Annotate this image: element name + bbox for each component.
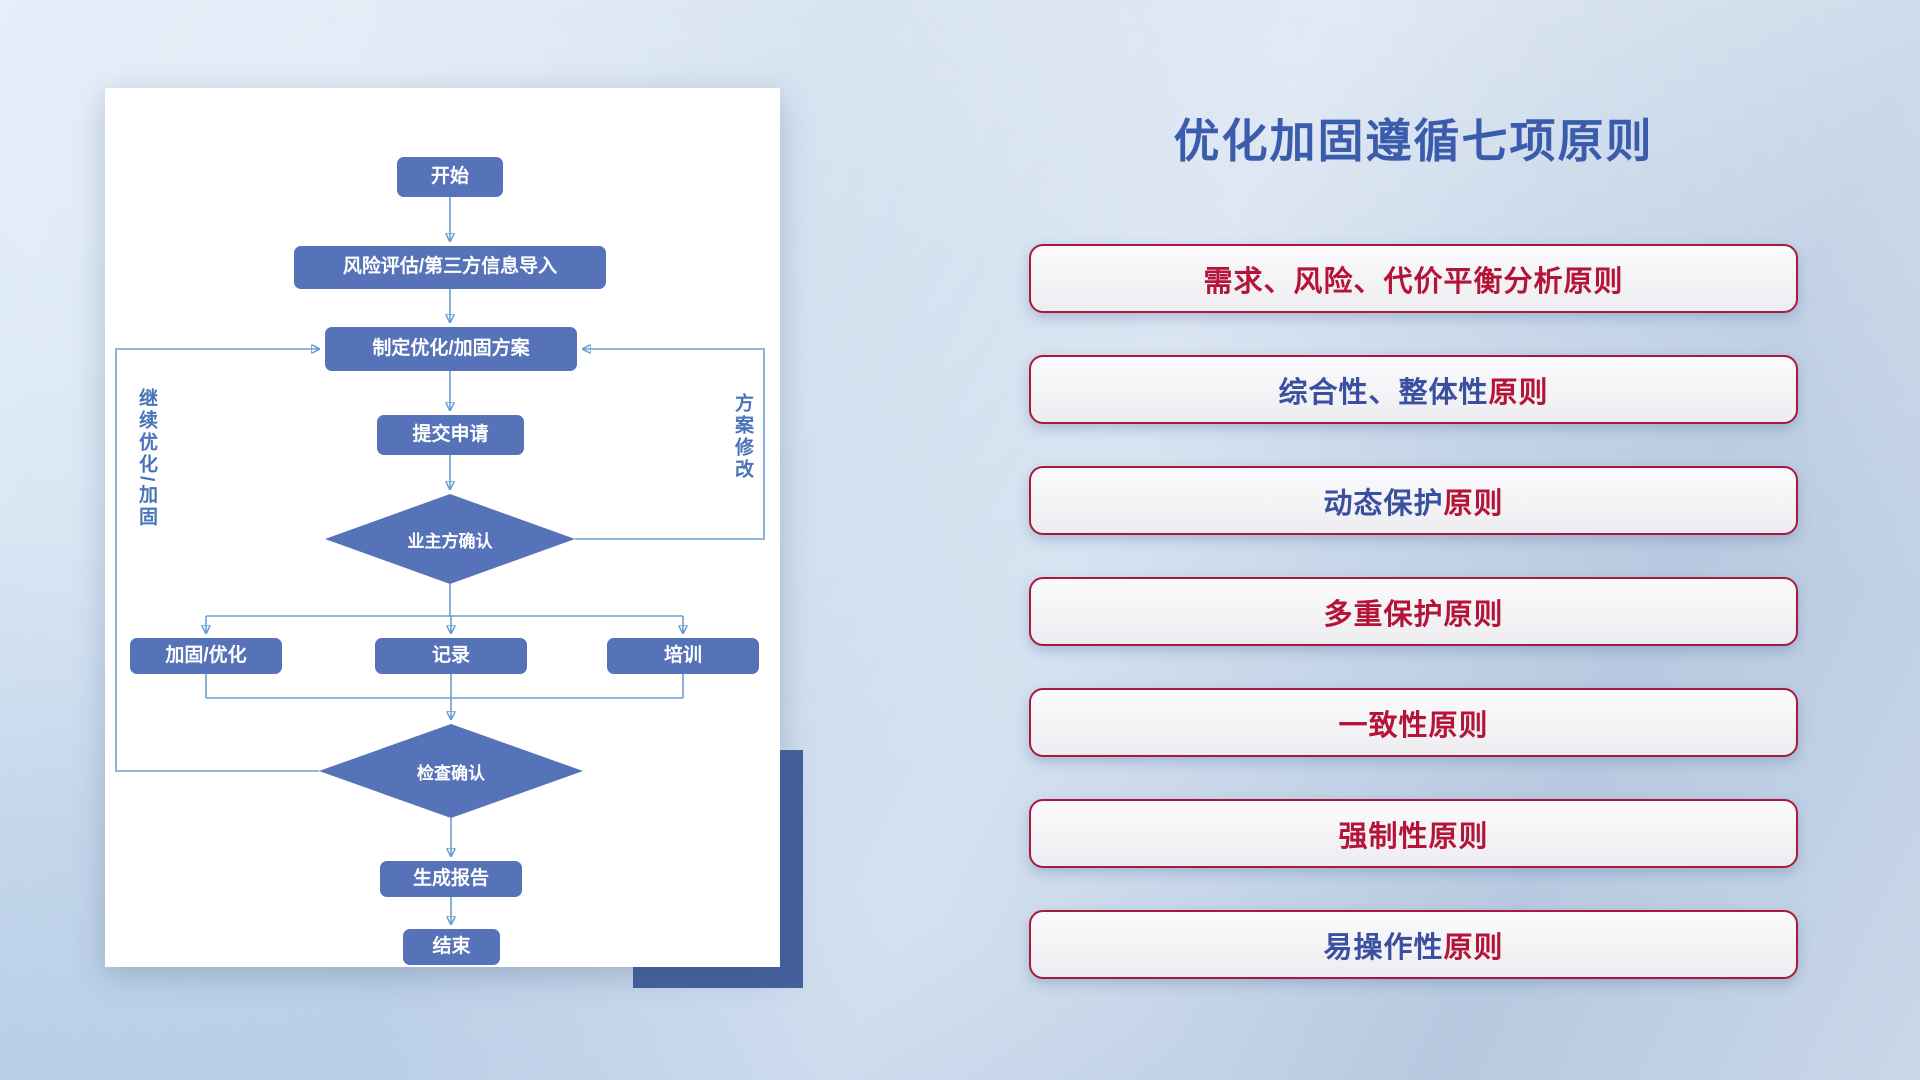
flow-node-start: 开始 xyxy=(397,157,503,197)
principle-text: 多重保护原则 xyxy=(1323,598,1504,631)
flow-node-record: 记录 xyxy=(375,638,527,674)
principles-list: 需求、风险、代价平衡分析原则 综合性、整体性原则 动态保护原则 多重保护原则 一… xyxy=(1029,244,1798,979)
principle-box: 易操作性原则 xyxy=(1029,910,1798,979)
principle-box: 综合性、整体性原则 xyxy=(1029,355,1798,424)
principle-text: 动态保护原则 xyxy=(1323,487,1504,520)
flow-node-end: 结束 xyxy=(403,929,500,965)
loop-label-continue-optimize: 继续优化/加固 xyxy=(136,388,157,529)
flow-node-risk-import: 风险评估/第三方信息导入 xyxy=(294,246,606,289)
principle-text: 一致性原则 xyxy=(1338,709,1489,742)
principle-text: 强制性原则 xyxy=(1338,820,1489,853)
principle-box: 动态保护原则 xyxy=(1029,466,1798,535)
flow-node-generate-report: 生成报告 xyxy=(380,861,522,897)
loop-label-plan-revise: 方案修改 xyxy=(732,393,753,481)
flow-node-harden-optimize: 加固/优化 xyxy=(130,638,282,674)
flowchart-card: 开始 风险评估/第三方信息导入 制定优化/加固方案 提交申请 业主方确认 加固/… xyxy=(105,88,780,967)
flow-node-make-plan: 制定优化/加固方案 xyxy=(325,327,577,371)
principle-box: 多重保护原则 xyxy=(1029,577,1798,646)
flowchart-connectors xyxy=(115,197,765,967)
principle-text: 易操作性原则 xyxy=(1323,931,1504,964)
principle-text: 需求、风险、代价平衡分析原则 xyxy=(1203,265,1624,298)
flow-node-training: 培训 xyxy=(607,638,759,674)
principle-box: 需求、风险、代价平衡分析原则 xyxy=(1029,244,1798,313)
principle-box: 强制性原则 xyxy=(1029,799,1798,868)
principle-box: 一致性原则 xyxy=(1029,688,1798,757)
principle-text: 综合性、整体性原则 xyxy=(1278,376,1549,409)
flow-node-submit-request: 提交申请 xyxy=(377,415,524,455)
panel-title: 优化加固遵循七项原则 xyxy=(1173,115,1654,167)
